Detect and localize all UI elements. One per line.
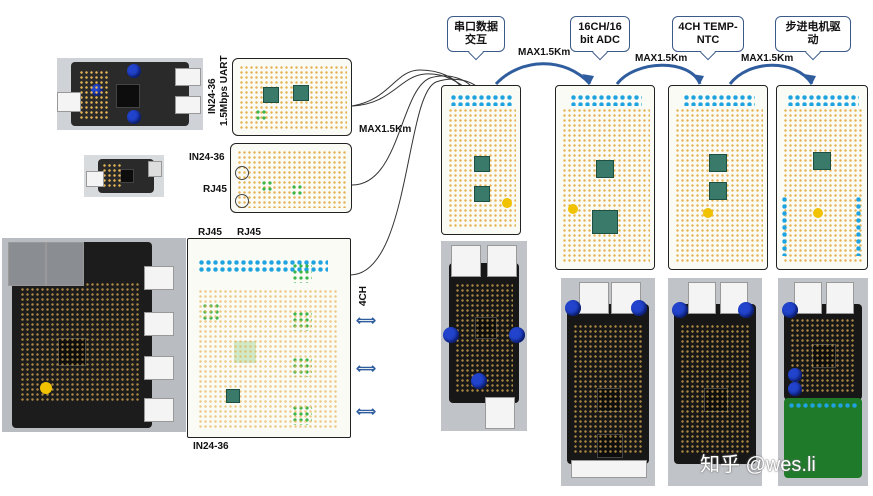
double-arrow-icon: ⟺ bbox=[356, 312, 377, 328]
left-distance-label: MAX1.5Km bbox=[359, 124, 412, 135]
stepper-module-layout bbox=[776, 85, 868, 270]
adc-module-photo bbox=[561, 278, 655, 486]
temp-module-layout bbox=[668, 85, 768, 270]
uart-label-line1: IN24-36 bbox=[207, 78, 218, 114]
uart-labels: IN24-36 1.5Mbps UART bbox=[207, 55, 231, 130]
big-rj45-label-b: RJ45 bbox=[237, 227, 261, 238]
top-distance-label-3: MAX1.5Km bbox=[741, 53, 794, 64]
callout-serial: 串口数据交互 bbox=[447, 16, 505, 52]
uart-board-photo bbox=[57, 58, 203, 130]
watermark: 知乎 @wes.li bbox=[700, 454, 816, 476]
double-arrow-icon: ⟺ bbox=[356, 360, 377, 376]
rj45-label: RJ45 bbox=[203, 184, 227, 195]
uart-pcb bbox=[71, 62, 189, 126]
green-expansion-board bbox=[784, 398, 862, 478]
rj45-in-label: IN24-36 bbox=[189, 152, 225, 163]
adc-module-layout bbox=[555, 85, 655, 270]
uart-label-line2: 1.5Mbps UART bbox=[219, 55, 230, 126]
temp-module-photo bbox=[668, 278, 762, 486]
serial-module-layout bbox=[441, 85, 521, 235]
serial-module-photo bbox=[441, 241, 527, 431]
rj45-board-photo bbox=[84, 155, 164, 197]
rj45-layout-drawing bbox=[230, 143, 352, 213]
big-rj45-label-a: RJ45 bbox=[198, 227, 222, 238]
stepper-module-photo bbox=[778, 278, 868, 486]
callout-temp: 4CH TEMP-NTC bbox=[672, 16, 744, 52]
4ch-board-photo bbox=[2, 238, 186, 432]
uart-layout-drawing bbox=[232, 58, 352, 136]
big-in-label: IN24-36 bbox=[193, 441, 229, 452]
top-distance-label-2: MAX1.5Km bbox=[635, 53, 688, 64]
callout-stepper: 步进电机驱动 bbox=[775, 16, 851, 52]
4ch-label: 4CH bbox=[358, 285, 369, 306]
double-arrow-icon: ⟺ bbox=[356, 403, 377, 419]
4ch-layout-drawing bbox=[187, 238, 351, 438]
top-distance-label-1: MAX1.5Km bbox=[518, 47, 571, 58]
